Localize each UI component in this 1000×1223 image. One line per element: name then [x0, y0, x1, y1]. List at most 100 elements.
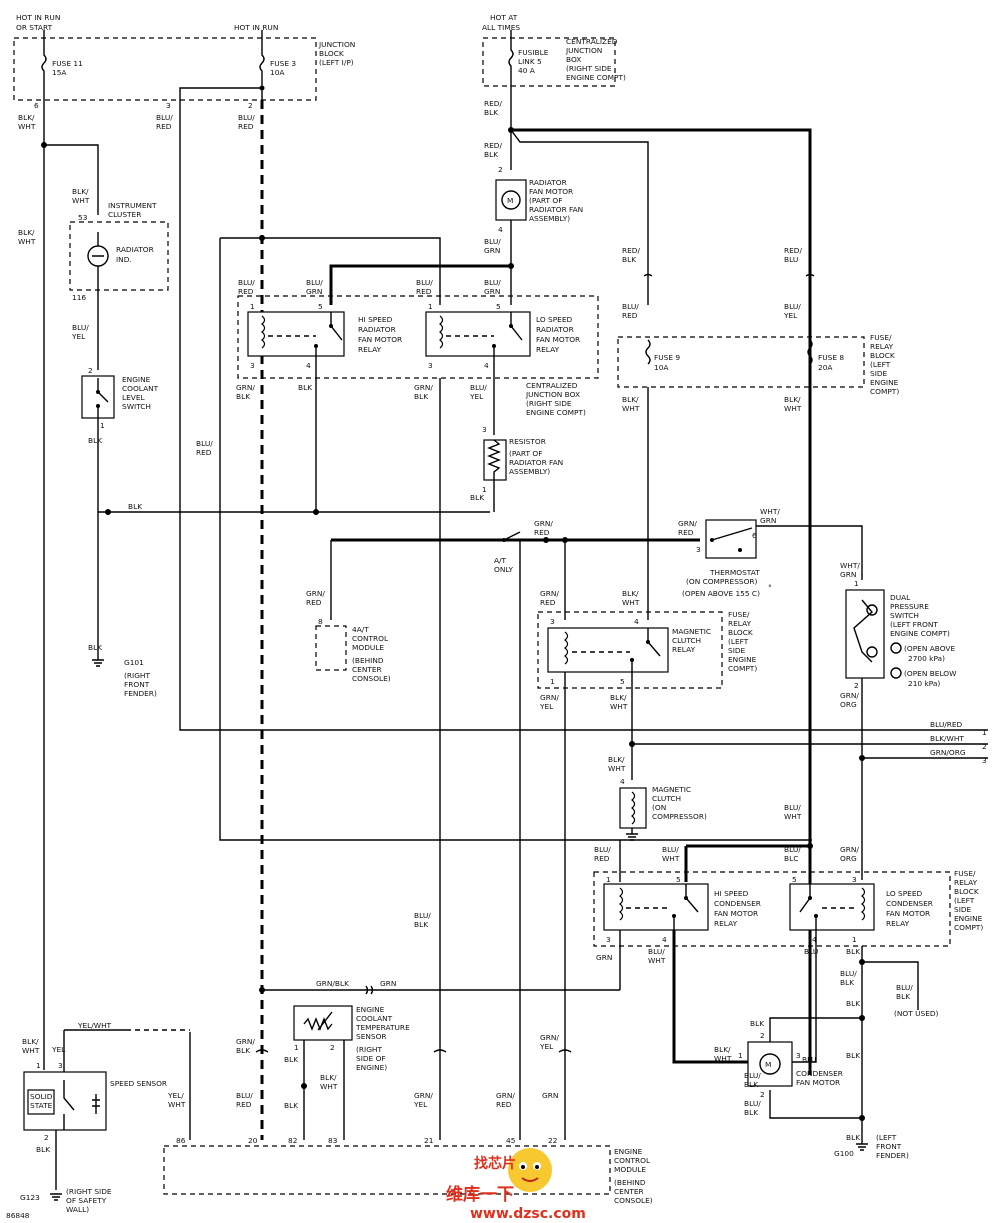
bus-labels: BLU/RED BLK/WHT GRN/ORG 1 2 3: [930, 720, 987, 765]
svg-text:BLK/: BLK/: [610, 693, 627, 702]
svg-text:GRN/: GRN/: [236, 383, 255, 392]
svg-text:(ON: (ON: [652, 803, 666, 812]
svg-text:210 kPa): 210 kPa): [908, 679, 940, 688]
svg-text:1: 1: [250, 302, 255, 311]
svg-text:BLK: BLK: [298, 383, 312, 392]
radiator-ind-label: RADIATOR: [116, 245, 154, 254]
svg-text:BLK: BLK: [846, 1133, 860, 1142]
svg-text:BLU/: BLU/: [622, 302, 639, 311]
svg-text:BLU/: BLU/: [594, 845, 611, 854]
svg-text:CENTER: CENTER: [614, 1187, 644, 1196]
svg-text:SIDE: SIDE: [728, 646, 746, 655]
svg-text:BLU/: BLU/: [484, 237, 501, 246]
svg-text:BLU/: BLU/: [784, 845, 801, 854]
svg-text:BLK: BLK: [840, 978, 854, 987]
svg-text:RED: RED: [594, 854, 610, 863]
svg-text:FAN MOTOR: FAN MOTOR: [714, 909, 758, 918]
dual-pressure-switch: WHT/ GRN 1 DUAL PRESSURE SWITCH (LEFT FR…: [840, 561, 988, 880]
svg-text:BLU/: BLU/: [484, 278, 501, 287]
svg-text:CONDENSER: CONDENSER: [886, 899, 933, 908]
svg-text:SIDE OF: SIDE OF: [356, 1054, 386, 1063]
condenser-fan-motor: BLK 2 M 1 BLK/ WHT 3 BLU CONDENSER FAN M…: [714, 1019, 909, 1160]
svg-text:GRN/: GRN/: [306, 589, 325, 598]
svg-text:RED/: RED/: [784, 246, 802, 255]
svg-text:3: 3: [58, 1061, 63, 1070]
svg-text:CONSOLE): CONSOLE): [614, 1196, 653, 1205]
fuse9-label: FUSE 9: [654, 353, 680, 362]
svg-text:BLU/: BLU/: [238, 278, 255, 287]
svg-text:5: 5: [318, 302, 323, 311]
hot-in-run-label: HOT IN RUN: [234, 23, 278, 32]
rad-fan-motor-label: RADIATOR: [529, 178, 567, 187]
watermark-url: www.dzsc.com: [470, 1206, 586, 1222]
svg-text:COMPRESSOR): COMPRESSOR): [652, 812, 707, 821]
svg-text:4: 4: [634, 617, 639, 626]
svg-text:M: M: [765, 1060, 771, 1069]
watermark-top: 找芯片: [474, 1155, 516, 1172]
instrument-cluster: BLK/ WHT INSTRUMENT CLUSTER 53 RADIATOR …: [69, 187, 169, 370]
svg-text:BLK: BLK: [744, 1108, 758, 1117]
svg-text:ASSEMBLY): ASSEMBLY): [509, 467, 550, 476]
svg-text:WHT/: WHT/: [840, 561, 860, 570]
centralized-junction-box-top: HOT AT ALL TIMES FUSIBLE LINK 5 40 A CEN…: [482, 13, 626, 87]
watermark: 找芯片 维库一下 www.dzsc.com: [446, 1148, 586, 1222]
svg-text:20: 20: [248, 1136, 258, 1145]
svg-text:RED: RED: [496, 1100, 512, 1109]
fusible-link-label: FUSIBLE: [518, 48, 549, 57]
svg-text:(BEHIND: (BEHIND: [352, 656, 384, 665]
svg-text:BLK: BLK: [236, 1046, 250, 1055]
svg-text:86: 86: [176, 1136, 186, 1145]
svg-text:BLK: BLK: [414, 920, 428, 929]
svg-text:WHT: WHT: [72, 196, 90, 205]
svg-text:GRN: GRN: [484, 246, 500, 255]
svg-text:3: 3: [428, 361, 433, 370]
svg-text:WHT: WHT: [18, 122, 36, 131]
svg-text:83: 83: [328, 1136, 338, 1145]
svg-text:(OPEN ABOVE 155 C): (OPEN ABOVE 155 C): [682, 589, 760, 598]
svg-text:WHT: WHT: [18, 237, 36, 246]
coolant-level-label-2: COOLANT: [122, 384, 159, 393]
svg-text:BLK: BLK: [744, 1080, 758, 1089]
svg-text:BLU/: BLU/: [414, 911, 431, 920]
svg-text:6: 6: [34, 101, 39, 110]
svg-text:3: 3: [852, 875, 857, 884]
svg-text:BLU/: BLU/: [784, 302, 801, 311]
svg-text:SENSOR: SENSOR: [356, 1032, 387, 1041]
coolant-level-label-4: SWITCH: [122, 402, 151, 411]
svg-text:GRN: GRN: [840, 570, 856, 579]
svg-text:BLK: BLK: [896, 992, 910, 1001]
svg-text:BLU/: BLU/: [840, 969, 857, 978]
svg-text:GRN: GRN: [380, 979, 396, 988]
blk-wht-feed: BLK/ WHT BLK/ WHT: [18, 100, 99, 1070]
svg-text:2: 2: [44, 1133, 49, 1142]
svg-text:FENDER): FENDER): [124, 689, 157, 698]
svg-text:FRONT: FRONT: [124, 680, 150, 689]
g101-label: G101: [124, 658, 144, 667]
svg-text:BLU/: BLU/: [238, 113, 255, 122]
svg-text:BLK: BLK: [470, 493, 484, 502]
svg-text:GRN/: GRN/: [540, 1033, 559, 1042]
dual-pressure-switch-label: DUAL: [890, 593, 911, 602]
svg-text:(LEFT: (LEFT: [876, 1133, 897, 1142]
svg-text:2: 2: [88, 366, 93, 375]
svg-text:1: 1: [738, 1051, 743, 1060]
svg-text:(LEFT: (LEFT: [954, 896, 975, 905]
svg-text:1: 1: [606, 875, 611, 884]
svg-text:8: 8: [318, 617, 323, 626]
condenser-fan-motor-label: CONDENSER: [796, 1069, 843, 1078]
coolant-level-label: ENGINE: [122, 375, 151, 384]
condenser-fan-relays: BLU/ RED BLU/ WHT BLU/ WHT BLU/ BLC GRN/…: [593, 803, 983, 1130]
svg-text:WHT: WHT: [622, 598, 640, 607]
svg-text:1: 1: [854, 579, 859, 588]
svg-text:BLK: BLK: [284, 1101, 298, 1110]
fuse-relay-block-fuses: RED/ BLK RED/ BLU BLU/ RED BLU/ YEL FUSE…: [617, 246, 899, 620]
svg-text:COOLANT: COOLANT: [356, 1014, 393, 1023]
svg-text:YEL: YEL: [539, 702, 554, 711]
svg-text:BLU/: BLU/: [784, 803, 801, 812]
coolant-temp-sensor: ENGINE COOLANT TEMPERATURE SENSOR (RIGHT…: [284, 1005, 410, 1140]
svg-text:20A: 20A: [818, 363, 832, 372]
svg-text:FAN MOTOR: FAN MOTOR: [536, 335, 580, 344]
svg-text:BLK: BLK: [622, 255, 636, 264]
blu-red-feeds: BLU/ RED BLU/ RED BLU/ RED: [156, 100, 988, 1140]
svg-text:BLK/: BLK/: [622, 395, 639, 404]
